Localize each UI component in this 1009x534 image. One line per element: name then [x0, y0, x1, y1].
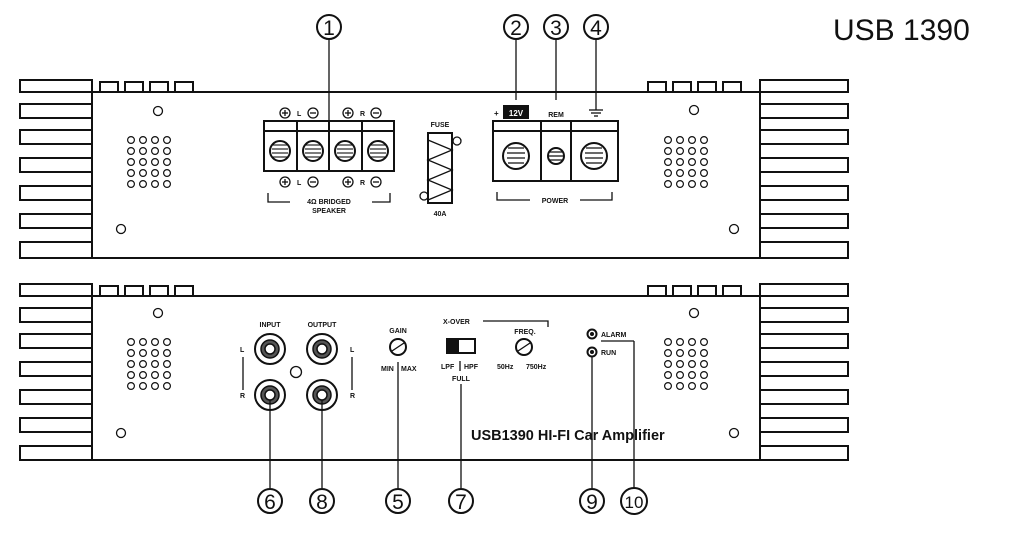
- svg-text:10: 10: [625, 493, 644, 512]
- svg-text:4: 4: [590, 17, 602, 40]
- callout-6: 6: [257, 488, 283, 514]
- gain-label: GAIN: [389, 328, 407, 335]
- callout-3: 3: [543, 14, 569, 40]
- top-panel: L R L R 4Ω BRIDGED SPEAKER FUSE: [19, 79, 849, 259]
- fuse-rating: 40A: [434, 211, 447, 218]
- xover-lpf-label: LPF: [441, 364, 455, 371]
- callout-2: 2: [503, 14, 529, 40]
- ground-icon: [589, 100, 603, 117]
- model-title: USB 1390: [833, 14, 970, 47]
- freq-low-label: 50Hz: [497, 364, 514, 371]
- run-label: RUN: [601, 350, 616, 357]
- gain-max-label: MAX: [401, 366, 417, 373]
- callout-4: 4: [583, 14, 609, 40]
- speaker-bottom-r-mark: R: [360, 180, 365, 187]
- terminal-screws: [269, 140, 389, 162]
- speaker-caption: SPEAKER: [312, 208, 346, 215]
- svg-text:6: 6: [264, 491, 276, 514]
- plus-sign: +: [494, 109, 499, 118]
- fuse-label: FUSE: [431, 122, 450, 129]
- svg-text:8: 8: [316, 491, 328, 514]
- input-label: INPUT: [260, 322, 282, 329]
- brand-text: USB1390 HI-FI Car Amplifier: [471, 428, 665, 444]
- output-r-label: R: [350, 393, 355, 400]
- svg-text:2: 2: [510, 17, 522, 40]
- 12v-label: 12V: [509, 109, 524, 118]
- frequency-control: FREQ. 50Hz 750Hz: [497, 329, 547, 371]
- svg-text:1: 1: [323, 17, 335, 40]
- vent-holes: [126, 136, 172, 189]
- callout-5: 5: [385, 488, 411, 514]
- callout-1: 1: [316, 14, 342, 40]
- bridged-caption: 4Ω BRIDGED: [307, 199, 351, 206]
- gain-control: GAIN MIN MAX: [381, 328, 417, 373]
- gain-min-label: MIN: [381, 366, 394, 373]
- freq-label: FREQ.: [514, 329, 535, 336]
- svg-text:9: 9: [586, 491, 598, 514]
- vent-holes: [126, 338, 172, 391]
- crossover-switch: X-OVER LPF HPF FULL: [441, 319, 549, 383]
- input-r-label: R: [240, 393, 245, 400]
- rem-label: REM: [548, 112, 564, 119]
- output-label: OUTPUT: [308, 322, 338, 329]
- callout-7: 7: [448, 488, 474, 514]
- callout-9: 9: [579, 488, 605, 514]
- bottom-panel: INPUT OUTPUT L R L R GAIN MIN MAX X-OVER: [19, 283, 849, 461]
- xover-hpf-label: HPF: [464, 364, 479, 371]
- callouts: 1 2 3 4 5 6 7 8 9 10: [257, 14, 648, 515]
- speaker-terminal-block: L R L R 4Ω BRIDGED SPEAKER: [263, 107, 395, 215]
- rca-jacks: INPUT OUTPUT L R L R: [240, 322, 355, 411]
- callout-10: 10: [620, 487, 648, 515]
- power-caption: POWER: [542, 198, 568, 205]
- callout-8: 8: [309, 488, 335, 514]
- svg-text:5: 5: [392, 491, 404, 514]
- speaker-bottom-l-mark: L: [297, 180, 302, 187]
- vent-holes: [663, 338, 708, 391]
- power-terminal-block: + 12V REM POWER: [492, 100, 619, 205]
- vent-holes: [663, 136, 708, 189]
- status-leds: ALARM RUN: [586, 328, 634, 358]
- svg-text:7: 7: [455, 491, 467, 514]
- fuse: FUSE 40A: [419, 122, 462, 218]
- xover-full-label: FULL: [452, 376, 471, 383]
- output-l-label: L: [350, 347, 355, 354]
- xover-label: X-OVER: [443, 319, 470, 326]
- svg-text:3: 3: [550, 17, 562, 40]
- speaker-top-r-mark: R: [360, 111, 365, 118]
- input-l-label: L: [240, 347, 245, 354]
- freq-high-label: 750Hz: [526, 364, 547, 371]
- alarm-label: ALARM: [601, 332, 626, 339]
- speaker-top-l-mark: L: [297, 111, 302, 118]
